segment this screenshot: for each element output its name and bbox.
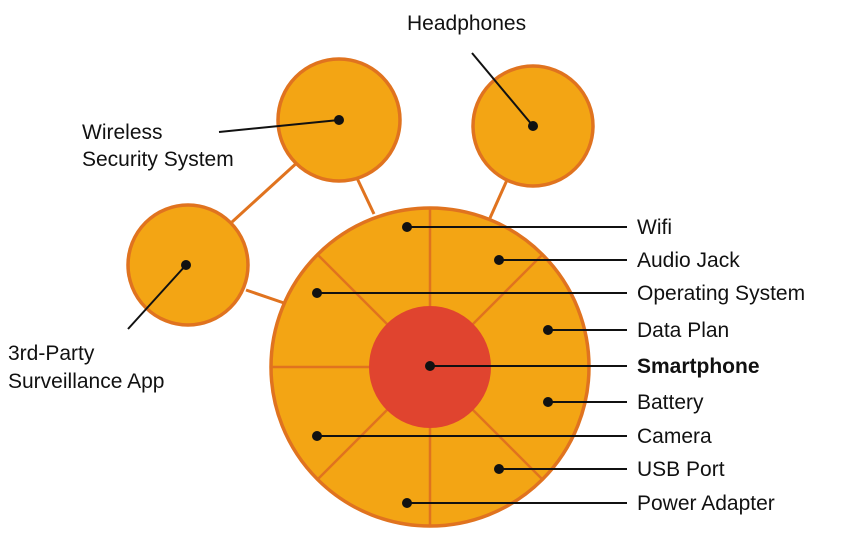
label-surveillance-app-line1: 3rd-Party — [8, 342, 95, 365]
connector-security-to-app — [230, 158, 302, 224]
connector-app-to-phone — [245, 288, 285, 305]
divider-upper-right — [472, 254, 543, 325]
label-surveillance-app-line2: Surveillance App — [8, 370, 164, 393]
label-wireless-security-line2: Security System — [82, 148, 234, 171]
label-operating-system: Operating System — [637, 282, 805, 305]
leader-wireless-security — [218, 119, 340, 133]
dot-wifi — [402, 222, 412, 232]
connector-lines — [230, 158, 509, 305]
label-wireless-security-line1: Wireless — [82, 121, 163, 144]
divider-upper-left — [317, 254, 388, 325]
dot-audio-jack — [494, 255, 504, 265]
dot-wireless-security — [334, 115, 344, 125]
divider-lower-left — [317, 409, 388, 480]
label-camera: Camera — [637, 425, 712, 448]
node-labels: Headphones Wireless Security System 3rd-… — [8, 12, 526, 393]
dot-power-adapter — [402, 498, 412, 508]
dot-smartphone — [425, 361, 435, 371]
label-smartphone: Smartphone — [637, 355, 760, 378]
leader-surveillance-app — [127, 264, 187, 330]
connector-security-to-phone — [354, 175, 376, 215]
dot-surveillance-app — [181, 260, 191, 270]
label-data-plan: Data Plan — [637, 319, 729, 342]
connector-headphones-to-phone — [488, 179, 509, 219]
leader-headphones — [471, 52, 534, 127]
label-wifi: Wifi — [637, 216, 672, 239]
label-audio-jack: Audio Jack — [637, 249, 740, 272]
segment-dividers — [271, 208, 543, 526]
leader-dots — [181, 115, 553, 508]
dot-headphones — [528, 121, 538, 131]
dot-battery — [543, 397, 553, 407]
label-power-adapter: Power Adapter — [637, 492, 775, 515]
dot-data-plan — [543, 325, 553, 335]
dot-usb-port — [494, 464, 504, 474]
label-headphones: Headphones — [407, 12, 526, 35]
leader-lines — [127, 52, 627, 504]
component-labels: Wifi Audio Jack Operating System Data Pl… — [637, 216, 805, 515]
dot-operating-system — [312, 288, 322, 298]
label-battery: Battery — [637, 391, 704, 414]
divider-lower-right — [472, 409, 543, 480]
dot-camera — [312, 431, 322, 441]
label-usb-port: USB Port — [637, 458, 725, 481]
